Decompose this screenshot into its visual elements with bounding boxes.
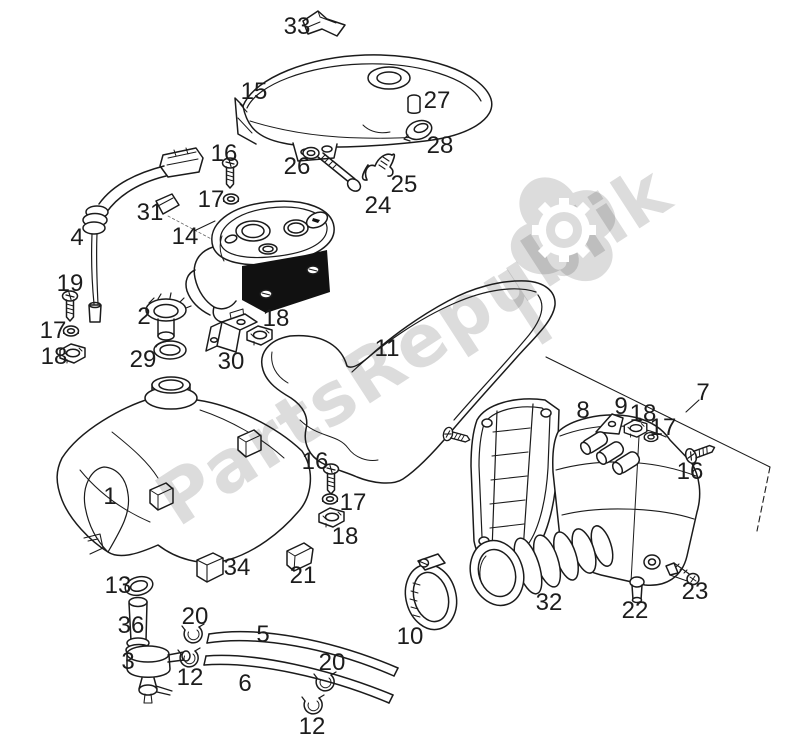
part-14-console xyxy=(185,200,335,325)
part-15-tank-cover xyxy=(234,54,493,162)
part-16-screw-airbox xyxy=(682,439,718,466)
part-11-seat xyxy=(261,280,556,484)
part-17-nut-left xyxy=(62,325,80,337)
part-seat-screw xyxy=(441,425,473,448)
part-29-seal-ring xyxy=(153,340,187,360)
part-4-cable xyxy=(82,147,204,323)
part-19-screw xyxy=(61,290,79,322)
part-17-nut-airbox xyxy=(643,431,659,443)
part-26-nut xyxy=(302,146,320,160)
part-17-nut-seat xyxy=(321,493,339,505)
part-34-rubber-block xyxy=(196,552,224,583)
part-18-clip-left xyxy=(59,343,86,364)
part-23-screw xyxy=(665,562,700,586)
part-28-cap xyxy=(403,119,433,142)
part-8-airbox-cover xyxy=(470,398,560,569)
gear-drop-logo xyxy=(510,177,616,282)
part-21-rubber-pad xyxy=(286,542,314,572)
part-32-bellows xyxy=(469,525,614,607)
part-27-spacer xyxy=(407,94,421,114)
part-3-fuel-tap xyxy=(126,645,191,704)
part-17-nut-top xyxy=(222,193,240,205)
part-1-fuel-tank xyxy=(56,376,312,564)
part-6-hose xyxy=(203,654,394,704)
part-13-ring xyxy=(123,575,154,597)
part-12-clip-right xyxy=(301,694,325,715)
part-18-clip-center xyxy=(246,325,273,346)
watermark-bar xyxy=(497,269,553,345)
part-24-bolt xyxy=(317,152,362,192)
part-5-hose xyxy=(206,630,399,677)
part-2-fuel-sender xyxy=(145,292,192,341)
part-22-plug xyxy=(629,576,645,604)
part-25-spring-clip xyxy=(361,153,396,181)
part-16-screw-seat xyxy=(322,463,340,495)
part-10-clamp xyxy=(404,553,458,631)
part-18-clip-seat xyxy=(318,507,345,528)
part-9-intake-tubes xyxy=(579,431,641,475)
part-31-pad xyxy=(155,193,180,215)
part-30-bracket xyxy=(205,313,258,353)
part-20-clip-left xyxy=(181,623,205,644)
part-16-screw-top xyxy=(221,157,239,189)
part-33-bracket xyxy=(302,10,346,37)
